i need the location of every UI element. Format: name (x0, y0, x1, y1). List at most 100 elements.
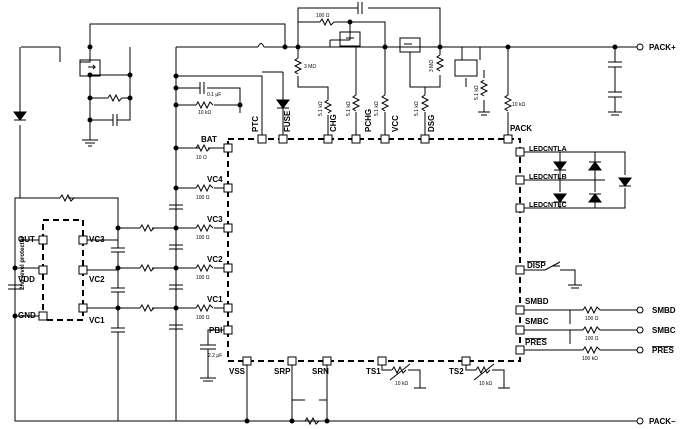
protector-vc1-label: VC1 (89, 316, 105, 325)
r-vc3 (195, 223, 214, 233)
junction (173, 73, 179, 79)
r-top-value: 100 Ω (316, 13, 330, 19)
smbc-terminal-label: SMBC (652, 326, 676, 335)
network-resistor (107, 93, 123, 103)
led-3 (553, 193, 567, 203)
top-bypass-wire (89, 23, 286, 47)
r-vc1-value: 100 Ω (196, 315, 210, 321)
led-bars (554, 161, 631, 203)
protector-vdd-label: VDD (18, 275, 35, 284)
r-pchg-value: 5.1 kΩ (346, 101, 352, 116)
r-bat (195, 143, 211, 153)
r-pres (582, 345, 601, 355)
smbc-terminal[interactable] (636, 326, 644, 334)
r-ts2 (473, 363, 495, 381)
r-dsg-value: 5.1 kΩ (414, 101, 420, 116)
pres-terminal[interactable] (636, 346, 644, 354)
pin-vc3-label: VC3 (207, 215, 223, 224)
gauge-ic-outline (227, 138, 521, 362)
junction (289, 418, 295, 424)
fuse-diode (276, 99, 290, 109)
junction (324, 418, 330, 424)
junction (347, 19, 353, 25)
pin-vcc-label: VCC (391, 115, 400, 132)
r-ts1-value: 10 kΩ (395, 381, 408, 387)
pchg-fet (399, 37, 421, 53)
smbd-terminal-label: SMBD (652, 306, 676, 315)
right-fet-wires (461, 47, 485, 112)
network-ground (82, 139, 98, 147)
r-3m-left-wire (297, 47, 329, 139)
junction (127, 72, 133, 78)
dsg-fet-ground (478, 111, 490, 116)
top-capacitor (357, 2, 363, 14)
ic-pin-boxes (38, 134, 525, 366)
junction (237, 102, 243, 108)
fet-arrows (346, 37, 412, 45)
pin-pres-label: PRES (525, 338, 547, 347)
left-diode (13, 111, 27, 121)
pin-srp-label: SRP (274, 367, 291, 376)
protector-caps (111, 228, 125, 421)
pin-disp-label: DISP (527, 261, 546, 270)
led-4 (588, 193, 602, 203)
pack-plus-terminal[interactable] (636, 43, 644, 51)
pin-vc2-label: VC2 (207, 255, 223, 264)
pin-vss-label: VSS (229, 367, 246, 376)
network-capacitor (108, 114, 122, 126)
r-3m-left (293, 57, 303, 75)
pin-fuse-label: FUSE (283, 110, 292, 132)
rail-crossover (257, 43, 265, 48)
r-bat-value: 10 Ω (196, 155, 207, 161)
ptc-capacitor (199, 82, 205, 94)
dsg-wire (409, 47, 441, 139)
protector-vc3-label: VC3 (89, 235, 105, 244)
pin-ts2-label: TS2 (449, 367, 464, 376)
r-vcc (380, 94, 390, 112)
protector-tap-resistors (139, 223, 155, 313)
c-ptc-value: 0.1 μF (207, 92, 221, 98)
r-smbd-value: 100 Ω (585, 316, 599, 322)
r-smbc (582, 325, 601, 335)
ts-wires (381, 361, 510, 389)
pin-bat-label: BAT (201, 135, 217, 144)
pin-chg-label: CHG (329, 114, 338, 132)
ptc-wires (176, 75, 263, 139)
pin-ledcntla-label: LEDCNTLA (529, 146, 567, 153)
pack-minus-terminal[interactable] (636, 417, 644, 425)
r-3m-left-value: 3 MΩ (304, 64, 316, 70)
junction (173, 85, 179, 91)
junction (87, 95, 93, 101)
r-chg-value: 5.1 kΩ (318, 101, 324, 116)
protector-ic-outline (42, 219, 84, 321)
r-pack-value: 10 kΩ (512, 102, 525, 108)
junction (173, 102, 179, 108)
r-3m-right (435, 54, 445, 72)
junction (12, 265, 18, 271)
led-1 (553, 161, 567, 171)
r-ts1 (389, 363, 411, 381)
pin-vc4-label: VC4 (207, 175, 223, 184)
r-dsg-gate-value: 5.1 kΩ (474, 85, 480, 100)
junction (244, 418, 250, 424)
r-vc4-value: 100 Ω (196, 195, 210, 201)
pack-plus-label: PACK+ (649, 43, 676, 52)
disp-switch (520, 261, 582, 289)
junction (115, 265, 121, 271)
junction (87, 72, 93, 78)
r-ts2-value: 10 kΩ (479, 381, 492, 387)
junction (382, 44, 388, 50)
left-fet-arrow (88, 64, 97, 70)
smbus-wires (520, 309, 637, 351)
junction (87, 117, 93, 123)
r-vc1 (195, 303, 214, 313)
smbd-terminal[interactable] (636, 306, 644, 314)
r-smbd (582, 305, 601, 315)
led-2 (588, 161, 602, 171)
pbi-wire (200, 329, 228, 382)
top-network (297, 21, 386, 47)
pin-vc1-label: VC1 (207, 295, 223, 304)
junction (505, 44, 511, 50)
ptc-resistor (195, 100, 214, 110)
